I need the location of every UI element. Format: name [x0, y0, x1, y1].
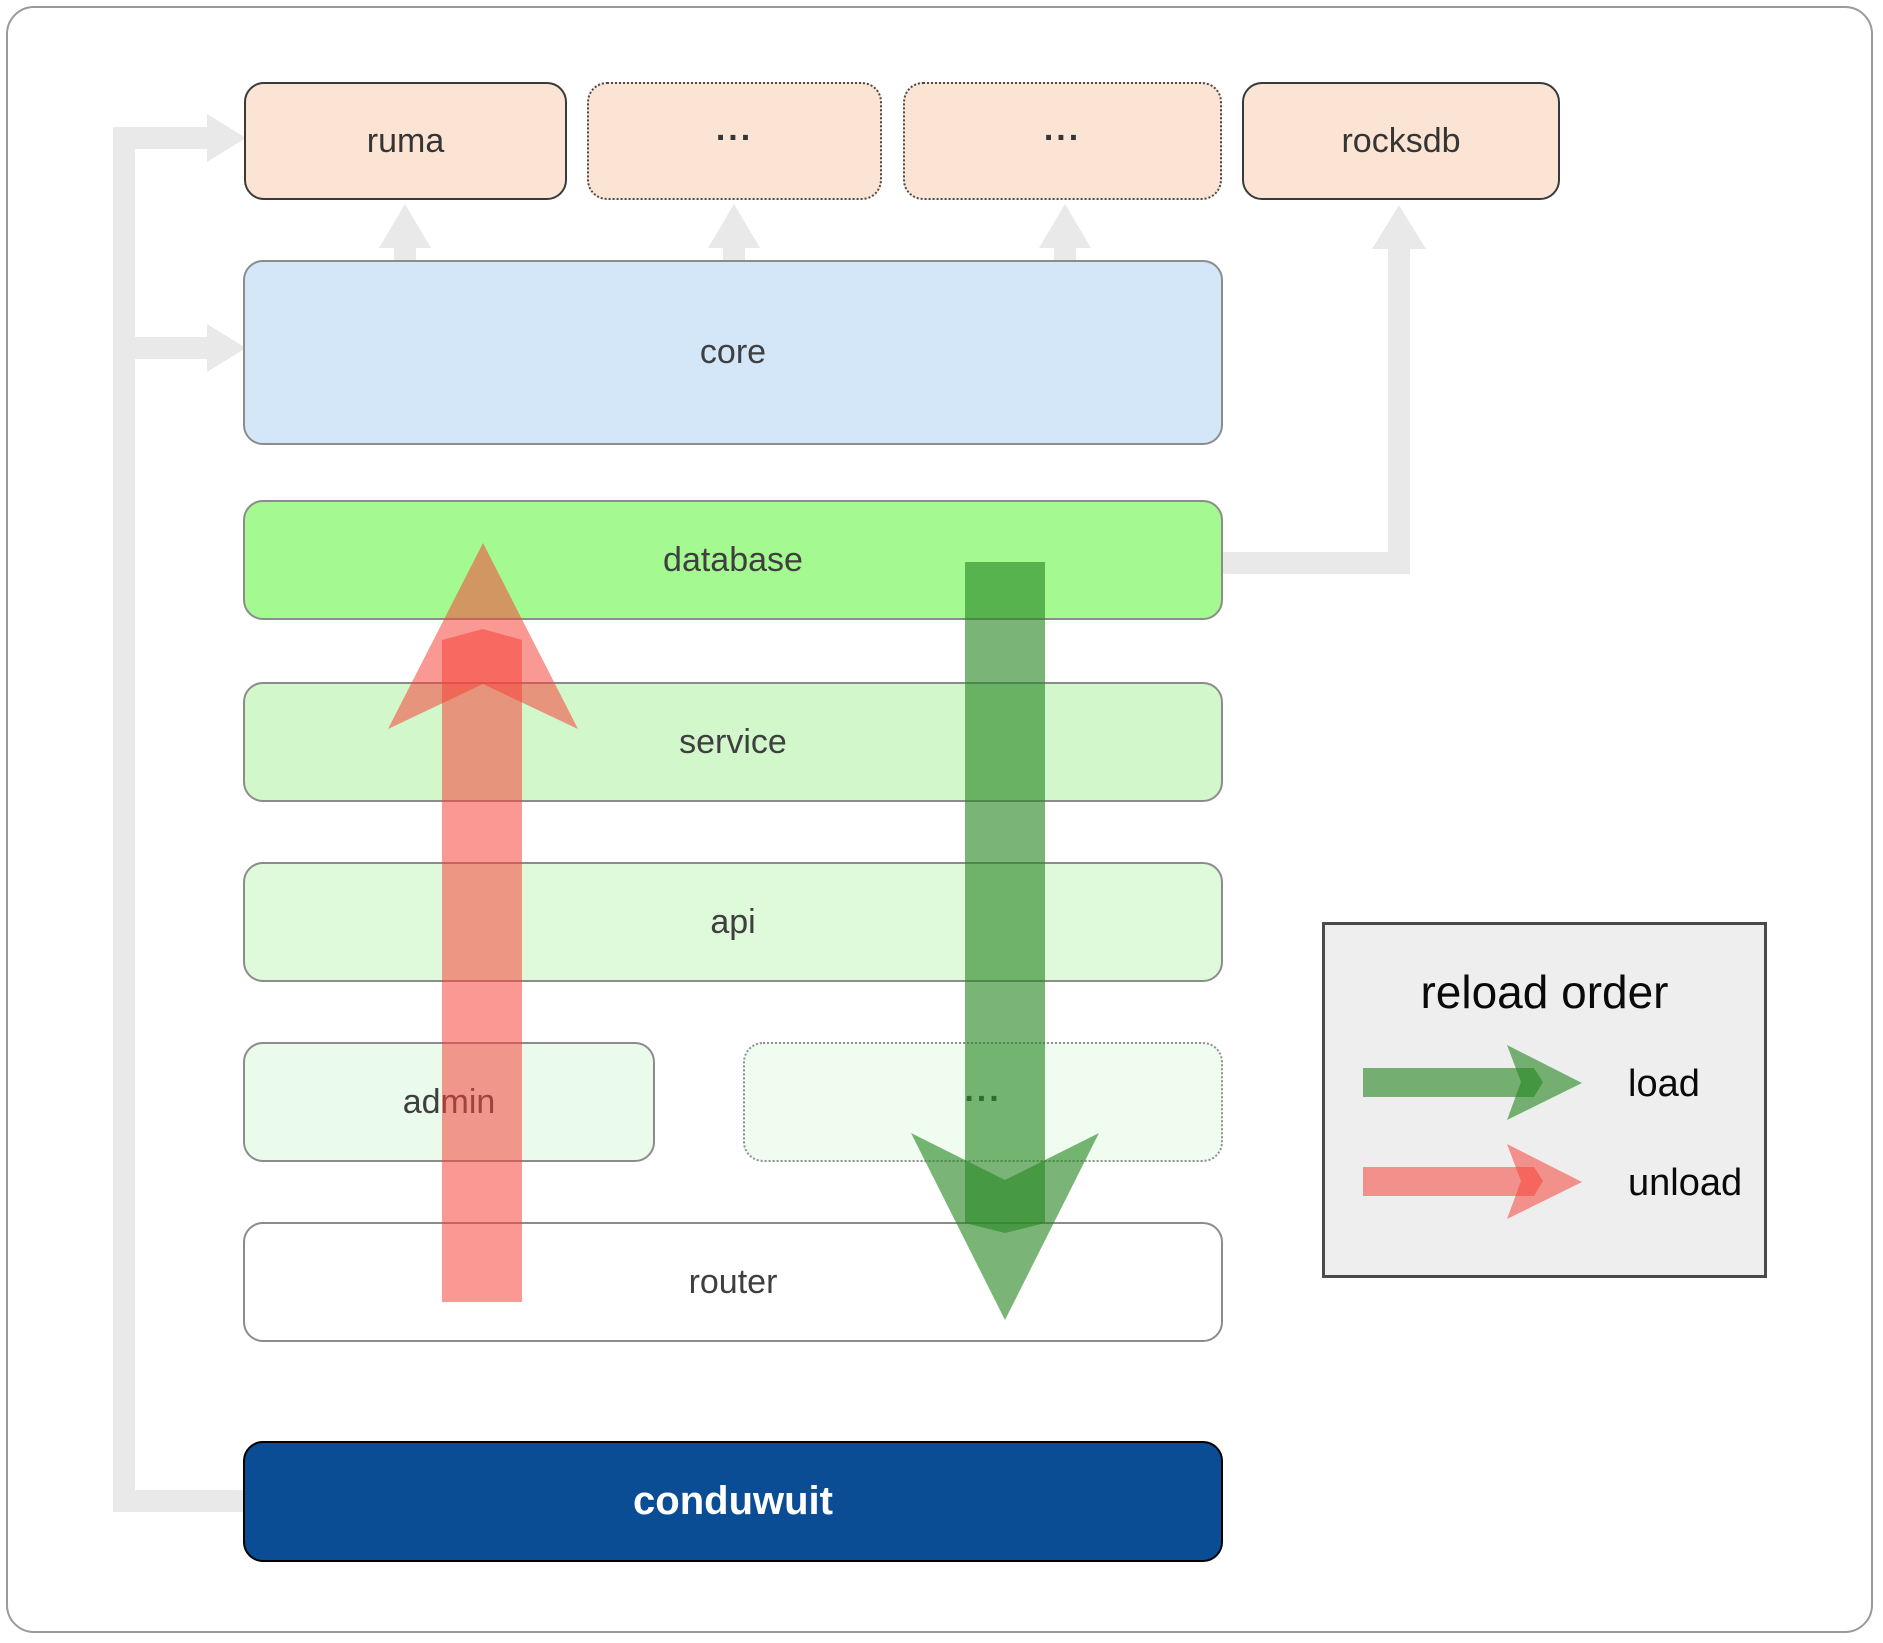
node-admin-ellipsis-label: ... — [964, 1070, 1002, 1109]
node-api: api — [243, 862, 1223, 982]
node-conduwuit: conduwuit — [243, 1441, 1223, 1562]
node-admin-ellipsis: ... — [743, 1042, 1223, 1162]
legend-load-label: load — [1628, 1063, 1700, 1105]
node-rocksdb-label: rocksdb — [1341, 121, 1461, 160]
node-api-label: api — [710, 902, 756, 941]
node-conduwuit-label: conduwuit — [633, 1479, 833, 1523]
node-core-label: core — [699, 333, 767, 371]
node-rocksdb: rocksdb — [1242, 82, 1560, 200]
node-router: router — [243, 1222, 1223, 1342]
node-database-label: database — [663, 540, 803, 579]
legend-title: reload order — [1420, 966, 1669, 1018]
node-admin-label: admin — [402, 1082, 496, 1121]
legend-unload-label: unload — [1628, 1162, 1743, 1204]
node-database: database — [243, 500, 1223, 620]
node-crate-ellipsis-1-label: ... — [715, 109, 754, 148]
node-ruma-label: ruma — [366, 121, 445, 160]
diagram-outer-border — [6, 6, 1873, 1633]
legend: reload order load unload — [1322, 922, 1767, 1278]
node-service: service — [243, 682, 1223, 802]
node-crate-ellipsis-2-label: ... — [1043, 109, 1082, 148]
node-crate-ellipsis-2: ... — [903, 82, 1222, 200]
node-crate-ellipsis-1: ... — [587, 82, 882, 200]
node-ruma: ruma — [244, 82, 567, 200]
node-core: core — [243, 260, 1223, 445]
node-service-label: service — [679, 722, 787, 761]
node-admin: admin — [243, 1042, 655, 1162]
node-router-label: router — [688, 1262, 778, 1301]
